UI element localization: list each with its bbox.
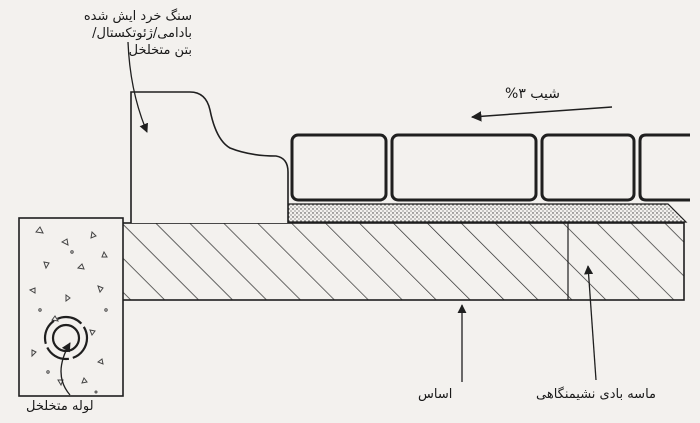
drain-leader-line bbox=[60, 342, 71, 396]
paver-block bbox=[638, 133, 690, 202]
curb-label-line-3: بتن متخلخل bbox=[128, 43, 192, 58]
paver-block bbox=[290, 133, 388, 202]
curb-leader-line bbox=[127, 41, 148, 133]
aggregate-fill bbox=[28, 226, 108, 394]
drain-pipe-label: لوله متخلخل bbox=[26, 399, 94, 414]
sand-bedding-layer bbox=[287, 203, 688, 223]
slope-arrow bbox=[470, 106, 613, 122]
sand-bedding-label: ماسه بادی نشیمنگاهی bbox=[536, 387, 657, 402]
curb-material-label: سنگ خرد ایش شده بادامی/ژئوتکستال/ بتن مت… bbox=[84, 8, 192, 59]
curb-label-line-2: بادامی/ژئوتکستال/ bbox=[92, 26, 192, 41]
drain-trench bbox=[18, 217, 124, 397]
base-label: اساس bbox=[418, 387, 453, 402]
base-layer bbox=[121, 222, 685, 301]
paver-block bbox=[540, 133, 636, 202]
paver-blocks bbox=[290, 133, 690, 202]
sand-leader-line bbox=[584, 265, 597, 381]
paver-block bbox=[390, 133, 538, 202]
curb-label-line-1: سنگ خرد ایش شده bbox=[83, 9, 192, 24]
edge-curb bbox=[130, 91, 289, 223]
slope-label: شیب ۳% bbox=[505, 86, 560, 102]
